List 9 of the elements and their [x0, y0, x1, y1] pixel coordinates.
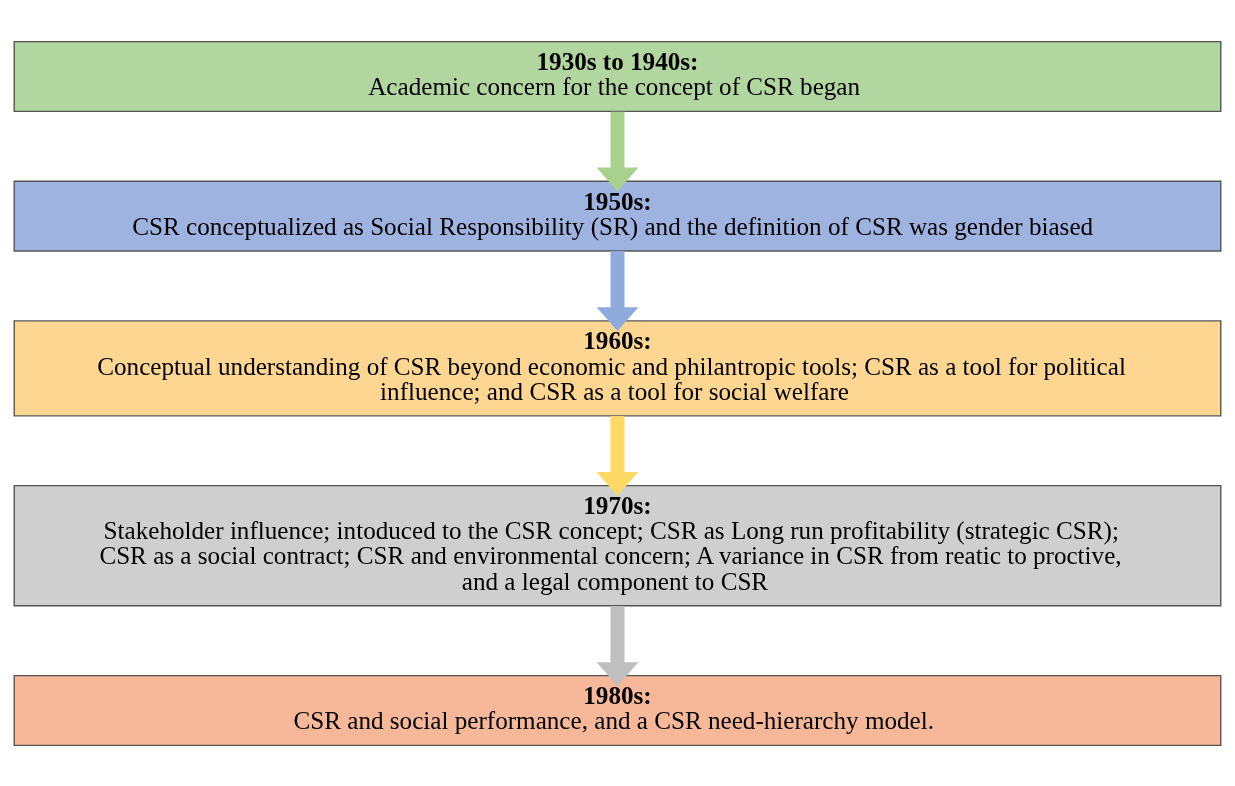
arrow: [596, 111, 639, 191]
node-box: 1980s: CSR and social performance, and a CSR need-hierarchy model.: [13, 674, 1222, 746]
arrow: [596, 250, 639, 331]
node-box: 1960s: Conceptual understanding of CSR beyond economic and philantropic tools; CSR as a tool for political influence; and CSR as a tool for social welfare: [13, 319, 1222, 417]
node-box: 1930s to 1940s: Academic concern for the concept of CSR began: [13, 40, 1222, 112]
node-box: 1970s: Stakeholder influence; intoduced to the CSR concept; CSR as Long run profitability (strategic CSR); CSR as a social contract; CSR and environmental concern; A variance in CSR from reatic to proctive, and a legal component to CSR: [13, 484, 1222, 606]
arrow: [596, 415, 639, 496]
node-box: 1950s: CSR conceptualized as Social Responsibility (SR) and the definition of CSR was gender biased: [13, 180, 1222, 252]
arrow: [596, 605, 639, 686]
